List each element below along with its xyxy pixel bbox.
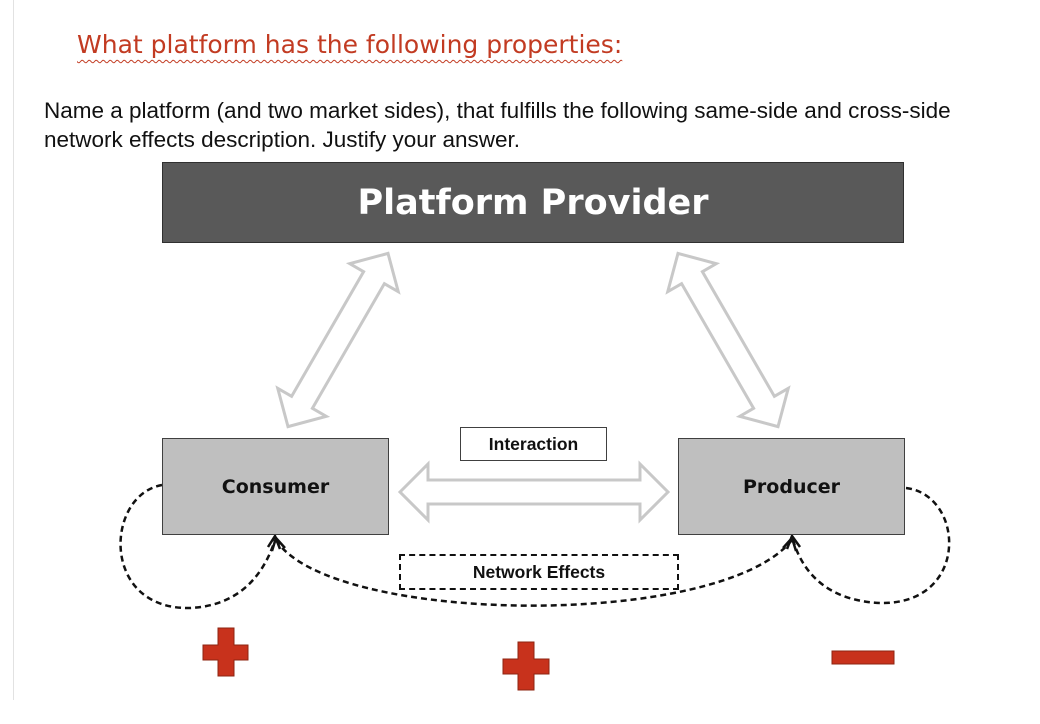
consumer-label: Consumer (221, 475, 330, 498)
consumer-provider-arrow (275, 251, 401, 429)
network-effects-label: Network Effects (472, 561, 606, 582)
interaction-label: Interaction (488, 433, 579, 454)
question-text: Name a platform (and two market sides), … (44, 98, 951, 152)
platform-provider-box: Platform Provider (162, 162, 904, 243)
producer-same-side-loop (791, 486, 951, 605)
interaction-label-box: Interaction (460, 427, 607, 461)
cross-side-curve (274, 539, 793, 607)
consumer-box: Consumer (162, 438, 389, 535)
producer-box: Producer (678, 438, 905, 535)
slide-edge (13, 0, 14, 700)
platform-provider-label: Platform Provider (357, 182, 709, 223)
cross-side-arrowhead-left (270, 535, 286, 552)
interaction-arrow (397, 460, 671, 524)
cross-side-arrowhead-right (782, 535, 798, 552)
plus-icon (202, 627, 249, 677)
slide-title: What platform has the following properti… (77, 30, 623, 59)
consumer-same-side-loop (119, 483, 277, 610)
producer-loop-arrowhead (785, 533, 802, 550)
plus-icon (502, 641, 550, 691)
producer-label: Producer (743, 475, 840, 498)
producer-provider-arrow (665, 251, 791, 429)
network-effects-label-box: Network Effects (399, 554, 679, 590)
minus-icon (831, 650, 895, 665)
